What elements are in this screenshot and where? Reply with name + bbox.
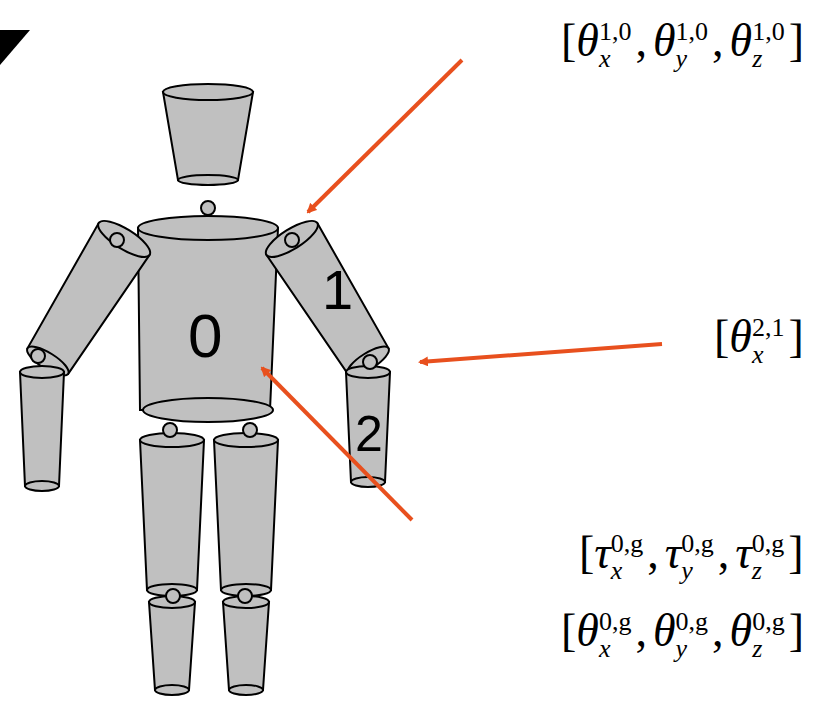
- separator: ,: [712, 15, 724, 66]
- parameter-vector: [θ1,0x,θ1,0y,θ1,0z]: [561, 18, 804, 73]
- frame-superscript: 2,1: [752, 314, 785, 341]
- articulated-figure: [18, 84, 398, 695]
- frame-superscript: 1,0: [599, 18, 632, 45]
- axis-subscript: x: [599, 635, 632, 662]
- segment-number: 0: [188, 305, 222, 367]
- parameter-symbol: θ: [729, 311, 752, 362]
- frame-superscript: 0,g: [752, 530, 785, 557]
- formula-bracket: ]: [789, 605, 804, 656]
- body-segment: 1: [322, 262, 353, 318]
- parameter-symbol: θ: [576, 605, 599, 656]
- index-stack: 1,0y: [676, 18, 709, 73]
- axis-subscript: y: [676, 45, 709, 72]
- parameter-vector: [τ0,gx,τ0,gy,τ0,gz]: [579, 530, 804, 585]
- axis-subscript: y: [676, 635, 709, 662]
- separator: ,: [635, 15, 647, 66]
- axis-subscript: x: [611, 557, 644, 584]
- joint-dots: [31, 201, 377, 603]
- frame-superscript: 0,g: [599, 608, 632, 635]
- separator: ,: [712, 605, 724, 656]
- formula-bracket: [: [714, 311, 729, 362]
- axis-subscript: x: [599, 45, 632, 72]
- segment-number: 1: [322, 262, 353, 318]
- formula-bracket: [: [579, 527, 594, 578]
- body-segment: 2: [355, 409, 383, 459]
- formula-bracket: ]: [788, 527, 803, 578]
- separator: ,: [635, 605, 647, 656]
- index-stack: 0,gx: [599, 608, 632, 663]
- separator: ,: [718, 527, 730, 578]
- axis-subscript: z: [752, 635, 785, 662]
- frame-superscript: 0,g: [611, 530, 644, 557]
- parameter-symbol: τ: [735, 527, 751, 578]
- index-stack: 1,0x: [599, 18, 632, 73]
- parameter-symbol: θ: [730, 15, 753, 66]
- index-stack: 0,gx: [611, 530, 644, 585]
- separator: ,: [647, 527, 659, 578]
- frame-superscript: 1,0: [752, 18, 785, 45]
- parameter-symbol: θ: [653, 15, 676, 66]
- parameter-symbol: θ: [576, 15, 599, 66]
- parameter-symbol: θ: [653, 605, 676, 656]
- parameter-vector: [θ2,1x]: [714, 314, 804, 369]
- index-stack: 0,gy: [676, 608, 709, 663]
- frame-superscript: 0,g: [676, 608, 709, 635]
- frame-superscript: 0,g: [752, 608, 785, 635]
- axis-subscript: z: [752, 557, 785, 584]
- frame-superscript: 1,0: [676, 18, 709, 45]
- formula-bracket: [: [561, 15, 576, 66]
- index-stack: 1,0z: [752, 18, 785, 73]
- parameter-vector: [θ0,gx,θ0,gy,θ0,gz]: [561, 608, 804, 663]
- index-stack: 0,gy: [681, 530, 714, 585]
- body-segment: 0: [188, 305, 222, 367]
- formula-bracket: ]: [789, 15, 804, 66]
- axis-subscript: x: [752, 341, 785, 368]
- leader-arrows: [262, 60, 662, 520]
- index-stack: 0,gz: [752, 530, 785, 585]
- axis-subscript: y: [681, 557, 714, 584]
- parameter-symbol: τ: [665, 527, 681, 578]
- formula-bracket: [: [561, 605, 576, 656]
- axis-subscript: z: [752, 45, 785, 72]
- formula-bracket: ]: [788, 311, 803, 362]
- index-stack: 0,gz: [752, 608, 785, 663]
- parameter-symbol: τ: [594, 527, 610, 578]
- segment-number: 2: [355, 409, 383, 459]
- arrow-fragment: [0, 30, 30, 65]
- index-stack: 2,1x: [752, 314, 785, 369]
- parameter-symbol: θ: [730, 605, 753, 656]
- frame-superscript: 0,g: [681, 530, 714, 557]
